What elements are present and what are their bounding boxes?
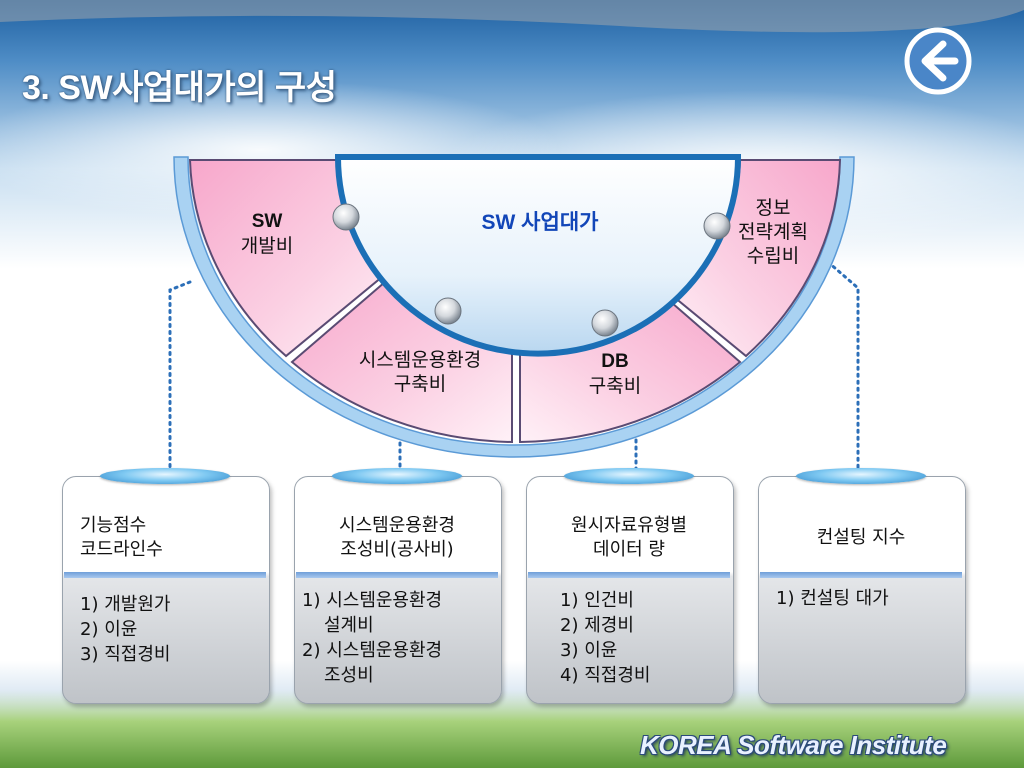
box-head: 시스템운용환경 조성비(공사비) [294, 514, 500, 562]
segment-text-line: 수립비 [746, 245, 800, 267]
box-item: 4) 직접경비 [560, 665, 651, 686]
box-background [294, 476, 502, 704]
box-cap [796, 468, 926, 484]
box-cap [100, 468, 230, 484]
footer-logo: KOREA Software Institute [640, 730, 947, 760]
box-divider [528, 572, 730, 578]
box-head-line: 컨설팅 지수 [816, 527, 906, 548]
box-items: 1) 컨설팅 대가 [776, 586, 962, 611]
cost-box-sw: 기능점수 코드라인수 1) 개발원가 2) 이윤 3) 직접경비 [62, 468, 270, 704]
slide-title: 3. SW사업대가의 구성 [22, 69, 337, 107]
box-background [62, 476, 270, 704]
segment-text-line: 전략계획 [738, 221, 808, 243]
box-item: 1) 컨설팅 대가 [776, 588, 889, 609]
back-arrow-icon[interactable] [903, 26, 973, 96]
box-cap [564, 468, 694, 484]
box-head-line: 데이터 량 [593, 539, 665, 560]
cost-box-system: 시스템운용환경 조성비(공사비) 1) 시스템운용환경 설계비 2) 시스템운용… [294, 468, 502, 704]
box-head-line: 시스템운용환경 [339, 515, 455, 536]
center-label: SW 사업대가 [481, 211, 599, 234]
segment-text-line: 구축비 [393, 373, 447, 395]
segment-label-sw: SW 개발비 [222, 210, 312, 258]
box-head-line: 코드라인수 [80, 539, 163, 560]
connector-lines [168, 260, 860, 472]
box-head: 원시자료유형별 데이터 량 [526, 514, 732, 562]
segment-text: 구축비 [588, 375, 642, 397]
box-item: 3) 직접경비 [80, 644, 171, 665]
segment-text-line: 시스템운용환경 [358, 349, 482, 371]
box-item: 1) 인건비 [560, 590, 634, 611]
segment-bold: DB [601, 351, 629, 372]
box-divider [296, 572, 498, 578]
box-item: 2) 제경비 [560, 615, 634, 636]
segment-label-db: DB 구축비 [560, 350, 670, 398]
box-head: 기능점수 코드라인수 [80, 514, 260, 562]
box-item: 2) 이윤 [80, 619, 138, 640]
box-head-line: 원시자료유형별 [571, 515, 687, 536]
box-head-line: 조성비(공사비) [340, 539, 454, 560]
box-background [758, 476, 966, 704]
segment-bold: SW [251, 211, 283, 232]
box-head-line: 기능점수 [80, 515, 147, 536]
box-item: 3) 이윤 [560, 640, 618, 661]
cost-box-isp: 컨설팅 지수 1) 컨설팅 대가 [758, 468, 966, 704]
segment-text: 개발비 [240, 235, 294, 257]
box-item: 1) 시스템운용환경 [302, 590, 443, 611]
box-divider [760, 572, 962, 578]
box-item: 조성비 [324, 665, 374, 686]
box-divider [64, 572, 266, 578]
knob-markers [332, 203, 731, 337]
box-item: 2) 시스템운용환경 [302, 640, 443, 661]
box-items: 1) 인건비 2) 제경비 3) 이윤 4) 직접경비 [560, 588, 730, 688]
box-items: 1) 개발원가 2) 이윤 3) 직접경비 [80, 592, 260, 667]
box-head: 컨설팅 지수 [758, 526, 964, 550]
segment-text-line: 정보 [755, 197, 791, 219]
box-background [526, 476, 734, 704]
box-items: 1) 시스템운용환경 설계비 2) 시스템운용환경 조성비 [302, 588, 498, 688]
cost-box-db: 원시자료유형별 데이터 량 1) 인건비 2) 제경비 3) 이윤 4) 직접경… [526, 468, 734, 704]
box-item: 1) 개발원가 [80, 594, 171, 615]
box-item: 설계비 [324, 615, 374, 636]
box-cap [332, 468, 462, 484]
